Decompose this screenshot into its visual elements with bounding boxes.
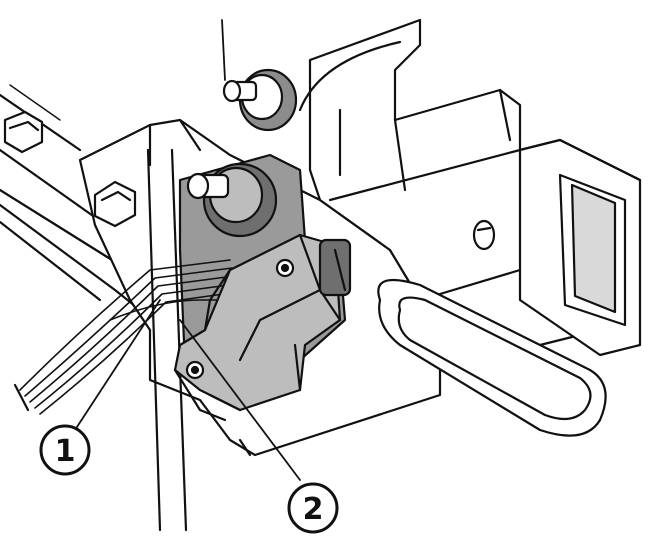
plate-stud — [186, 162, 278, 238]
callout-1-label: 1 — [55, 434, 76, 469]
safety-loop — [377, 278, 607, 437]
leader-lines — [74, 299, 301, 481]
callout-2: 2 — [287, 482, 339, 534]
receiver-end — [518, 138, 642, 357]
sensor-connector — [173, 233, 352, 422]
callout-1: 1 — [39, 424, 91, 476]
leader-line-1 — [74, 299, 161, 431]
hex-nut-top-left — [3, 110, 44, 154]
wiring-harness — [13, 259, 241, 415]
callout-2-label: 2 — [303, 492, 324, 527]
leader-line-2 — [179, 319, 301, 481]
upper-stud — [222, 68, 298, 132]
hex-nut-bracket — [93, 180, 137, 228]
vertical-rod — [146, 19, 226, 532]
